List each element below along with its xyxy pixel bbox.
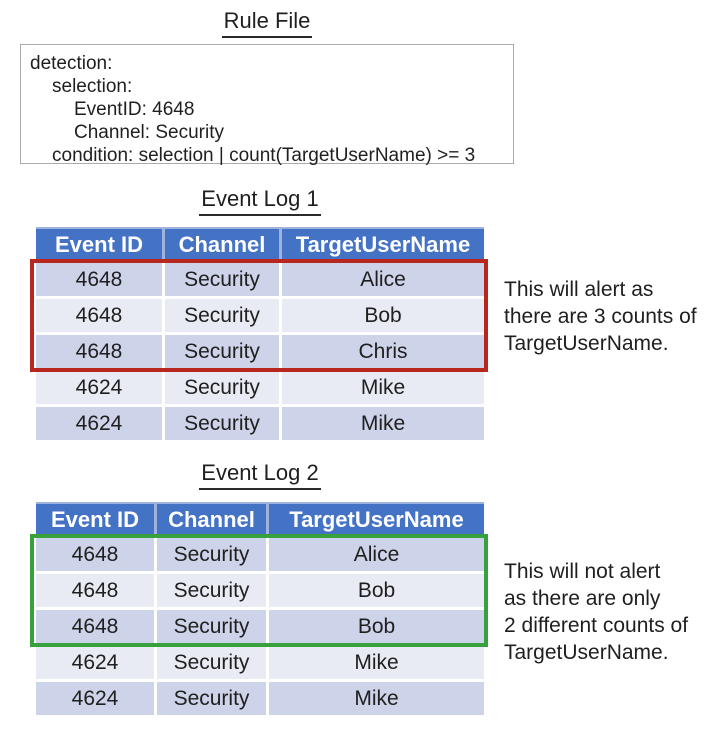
rule-file-box: detection: selection: EventID: 4648 Chan… bbox=[20, 44, 514, 166]
column-header-channel: Channel bbox=[157, 504, 266, 535]
table-cell: Security bbox=[157, 538, 266, 571]
rule-line-channel: Channel: Security bbox=[74, 122, 224, 143]
column-header-event-id: Event ID bbox=[36, 504, 154, 535]
table-cell: Alice bbox=[269, 538, 484, 571]
table-cell: 4624 bbox=[36, 371, 162, 404]
alert-note-line: This will alert as bbox=[504, 278, 654, 301]
event-log-1-table: Event ID Channel TargetUserName 4648 Sec… bbox=[36, 227, 484, 440]
event-log-2-title-text: Event Log 2 bbox=[199, 460, 321, 490]
event-log-2-title: Event Log 2 bbox=[36, 460, 484, 490]
alert-note: This will alert as there are 3 counts of… bbox=[504, 276, 697, 357]
column-header-channel: Channel bbox=[165, 229, 279, 260]
event-log-1-title-text: Event Log 1 bbox=[199, 186, 321, 216]
alert-note-line: there are 3 counts of bbox=[504, 305, 697, 328]
table-cell: Bob bbox=[282, 299, 484, 332]
event-log-1-body: 4648 Security Alice 4648 Security Bob 46… bbox=[36, 260, 484, 440]
table-cell: Security bbox=[165, 371, 279, 404]
table-cell: Mike bbox=[282, 371, 484, 404]
table-cell: Alice bbox=[282, 263, 484, 296]
table-cell: 4648 bbox=[36, 335, 162, 368]
table-cell: 4648 bbox=[36, 299, 162, 332]
rule-line-detection: detection: bbox=[30, 53, 113, 74]
no-alert-note-line: TargetUserName. bbox=[504, 641, 669, 664]
event-log-2-table: Event ID Channel TargetUserName 4648 Sec… bbox=[36, 502, 484, 715]
table-cell: Security bbox=[157, 646, 266, 679]
table-cell: 4624 bbox=[36, 407, 162, 440]
rule-line-eventid: EventID: 4648 bbox=[74, 99, 195, 120]
table-cell: 4648 bbox=[36, 538, 154, 571]
rule-line-condition: condition: selection | count(TargetUserN… bbox=[52, 145, 476, 166]
table-cell: Bob bbox=[269, 574, 484, 607]
event-log-2-header-row: Event ID Channel TargetUserName bbox=[36, 502, 484, 535]
rule-file-title-text: Rule File bbox=[221, 8, 313, 38]
no-alert-note: This will not alert as there are only 2 … bbox=[504, 558, 688, 666]
table-cell: Mike bbox=[282, 407, 484, 440]
column-header-targetusername: TargetUserName bbox=[282, 229, 484, 260]
no-alert-note-line: as there are only bbox=[504, 587, 661, 610]
event-log-1-title: Event Log 1 bbox=[36, 186, 484, 216]
no-alert-note-line: This will not alert bbox=[504, 560, 661, 583]
table-cell: 4624 bbox=[36, 682, 154, 715]
table-cell: Security bbox=[165, 263, 279, 296]
table-cell: Bob bbox=[269, 610, 484, 643]
table-cell: 4648 bbox=[36, 263, 162, 296]
event-log-2-body: 4648 Security Alice 4648 Security Bob 46… bbox=[36, 535, 484, 715]
table-cell: 4648 bbox=[36, 610, 154, 643]
no-alert-note-line: 2 different counts of bbox=[504, 614, 689, 637]
alert-note-line: TargetUserName. bbox=[504, 332, 669, 355]
rule-line-selection: selection: bbox=[52, 76, 133, 97]
table-cell: Security bbox=[165, 407, 279, 440]
table-cell: 4624 bbox=[36, 646, 154, 679]
event-log-1-header-row: Event ID Channel TargetUserName bbox=[36, 227, 484, 260]
table-cell: Security bbox=[157, 682, 266, 715]
table-cell: Mike bbox=[269, 646, 484, 679]
table-cell: Security bbox=[157, 610, 266, 643]
table-cell: Security bbox=[165, 335, 279, 368]
column-header-targetusername: TargetUserName bbox=[269, 504, 484, 535]
table-cell: Chris bbox=[282, 335, 484, 368]
rule-file-title: Rule File bbox=[20, 8, 514, 38]
table-cell: Mike bbox=[269, 682, 484, 715]
column-header-event-id: Event ID bbox=[36, 229, 162, 260]
table-cell: 4648 bbox=[36, 574, 154, 607]
table-cell: Security bbox=[157, 574, 266, 607]
table-cell: Security bbox=[165, 299, 279, 332]
